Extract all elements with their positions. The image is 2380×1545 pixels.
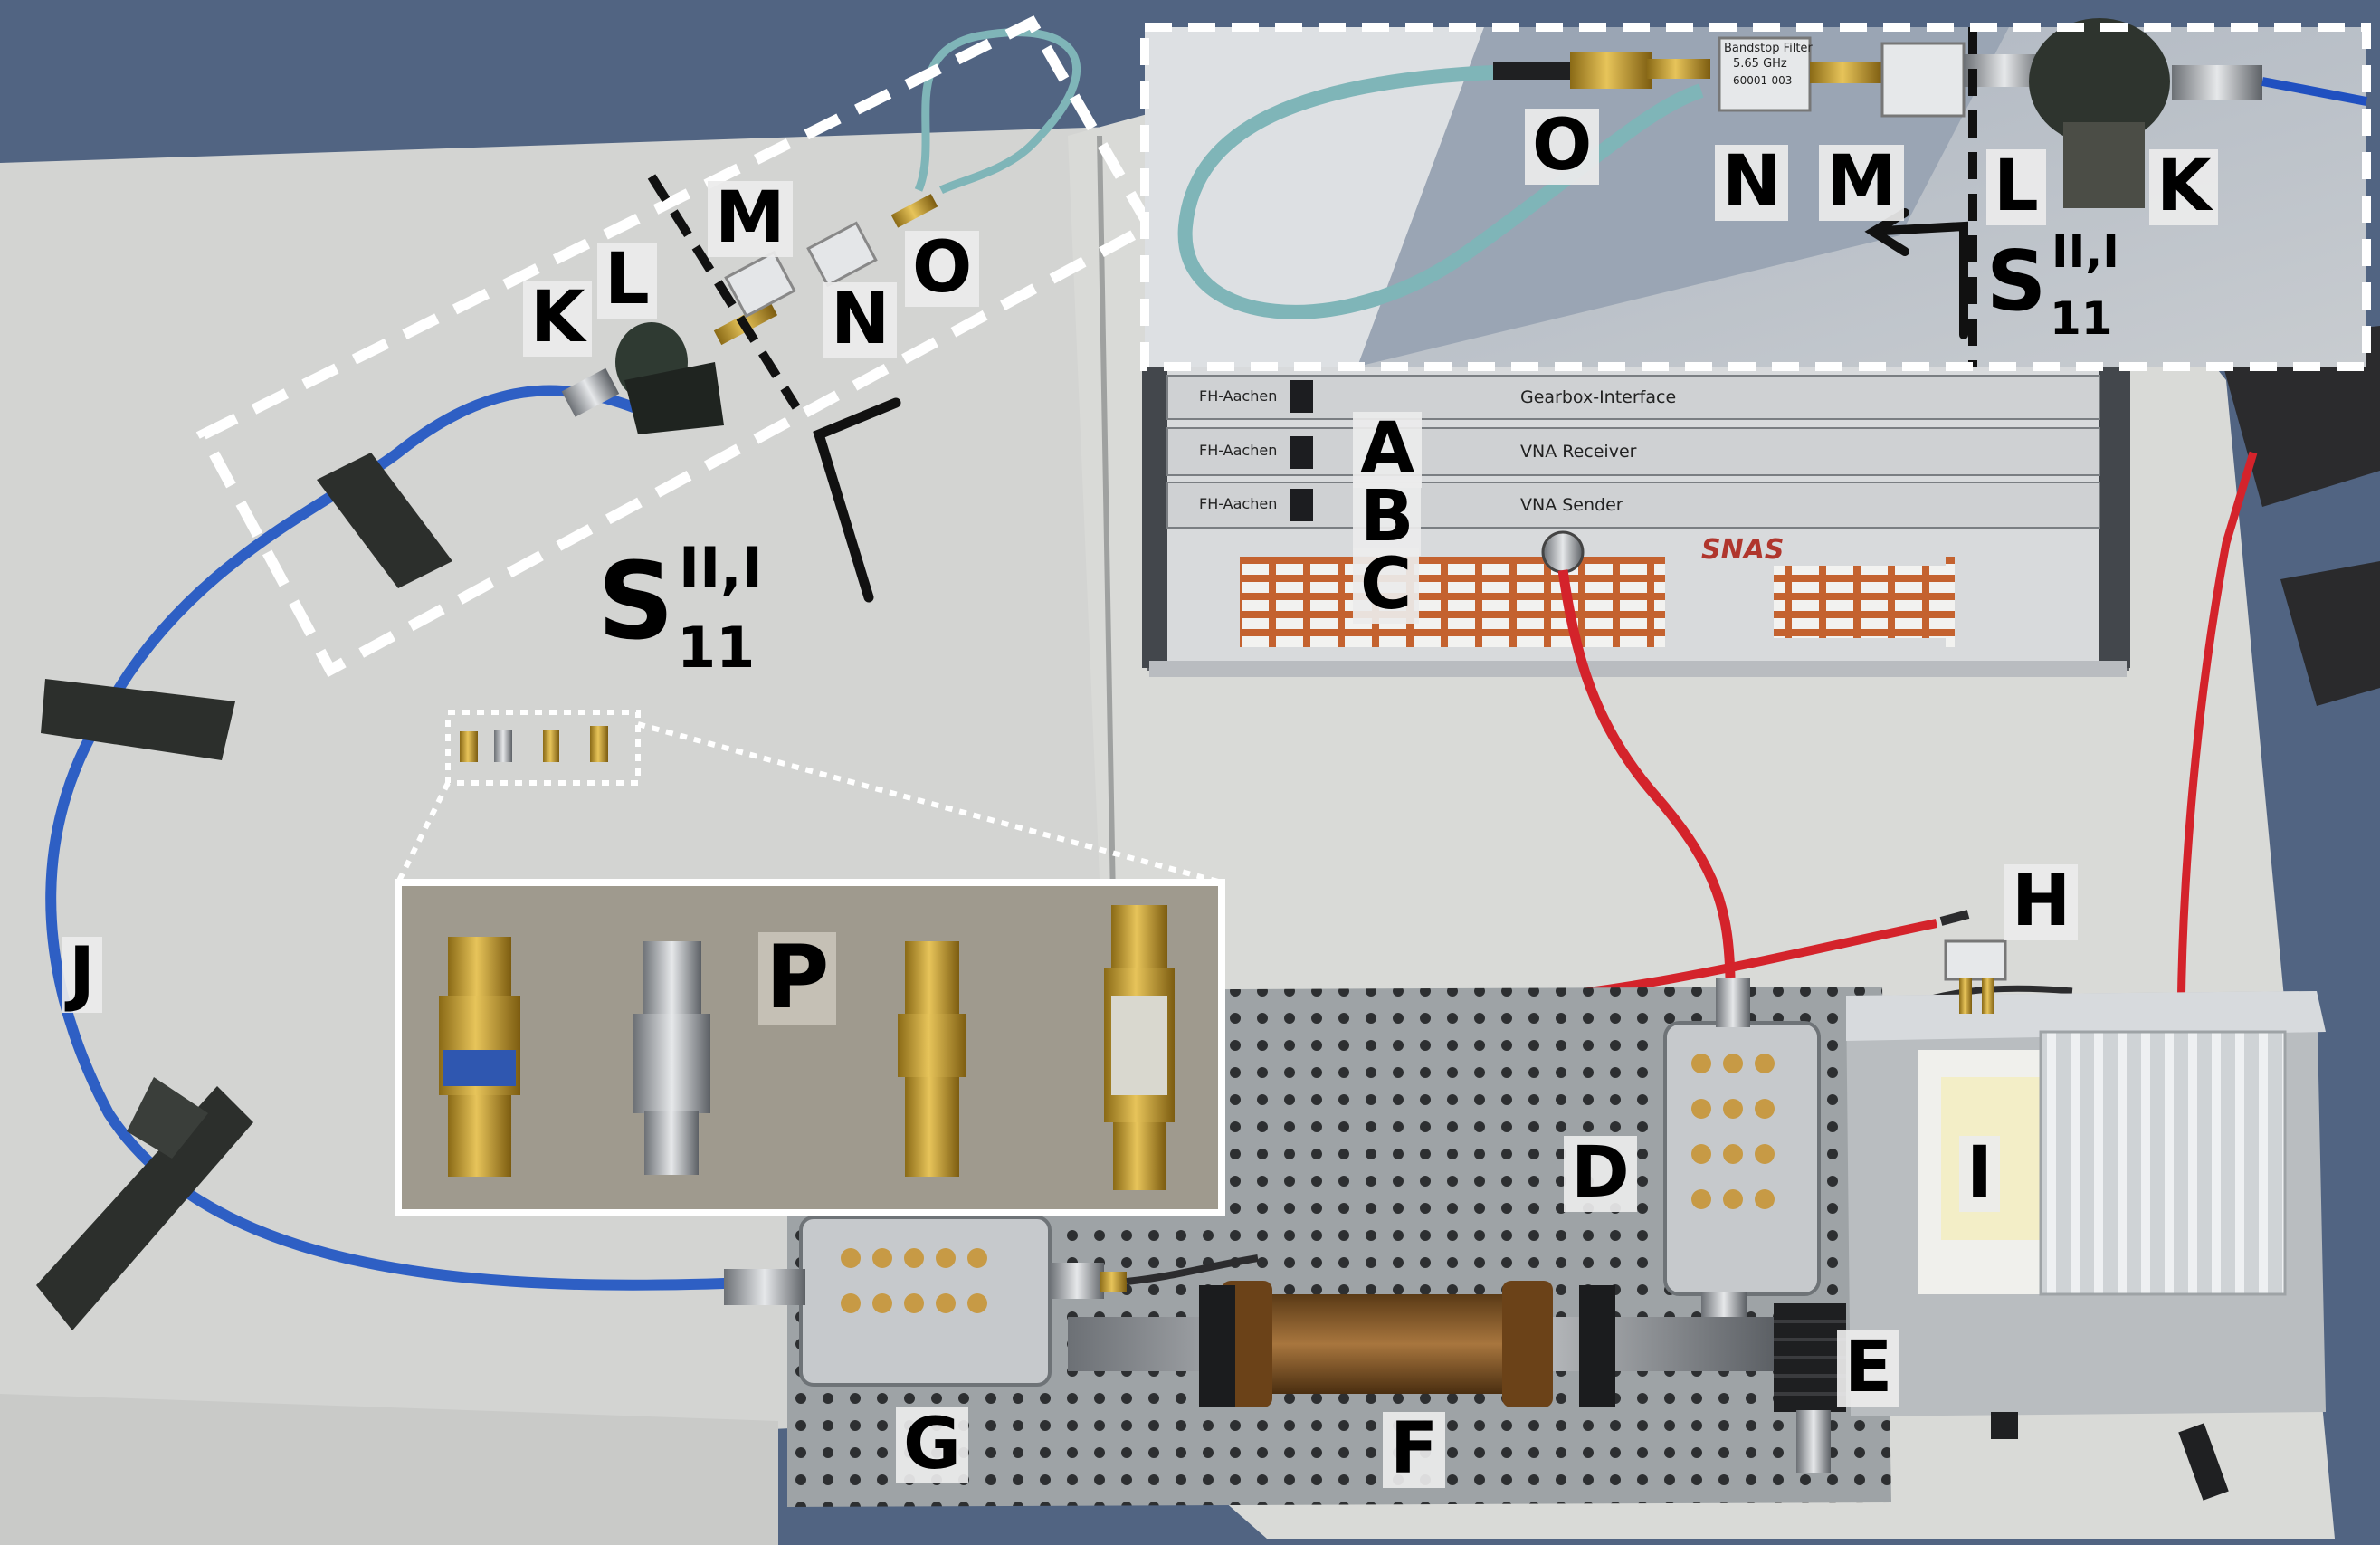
label-k: K — [523, 281, 593, 357]
label-p: P — [758, 932, 837, 1025]
label-b: B — [1353, 480, 1422, 556]
label-j: J — [62, 937, 103, 1013]
label-l: L — [597, 243, 657, 319]
label-h: H — [2004, 864, 2079, 940]
label-a: A — [1353, 412, 1423, 488]
filter-print-line1: Bandstop Filter — [1724, 42, 1813, 55]
label-m: M — [708, 181, 793, 257]
inset-label-m: M — [1819, 145, 1904, 221]
rack-panel-2-left: FH-Aachen — [1199, 442, 1278, 459]
rack-panel-2-center: VNA Receiver — [1520, 442, 1637, 462]
s-parameter-main-superscript: II,I — [679, 535, 763, 601]
s-parameter-main: S II,I 11 — [597, 540, 869, 683]
inset-label-k: K — [2149, 149, 2219, 225]
s-parameter-main-subscript: 11 — [677, 615, 756, 681]
s-parameter-inset: S II,I 11 — [1986, 229, 2222, 358]
s-parameter-inset-letter: S — [1986, 233, 2047, 329]
rack-panel-1-left: FH-Aachen — [1199, 387, 1278, 405]
rack-logo: SNAS — [1701, 534, 1785, 566]
label-d: D — [1564, 1136, 1637, 1212]
label-g: G — [896, 1407, 969, 1483]
inset-label-n: N — [1715, 145, 1789, 221]
label-i: I — [1959, 1136, 2001, 1212]
s-parameter-inset-subscript: 11 — [2050, 292, 2113, 345]
label-e: E — [1837, 1330, 1900, 1407]
filter-print-line2: 5.65 GHz — [1733, 57, 1787, 71]
label-o: O — [905, 231, 980, 307]
inset-label-o: O — [1525, 109, 1600, 185]
s-parameter-main-letter: S — [597, 539, 674, 663]
rack-panel-3-left: FH-Aachen — [1199, 495, 1278, 512]
label-n: N — [823, 282, 898, 358]
rack-panel-1-center: Gearbox-Interface — [1520, 387, 1677, 407]
label-f: F — [1383, 1412, 1446, 1488]
label-c: C — [1353, 548, 1420, 624]
s-parameter-inset-superscript: II,I — [2052, 225, 2119, 278]
inset-label-l: L — [1986, 149, 2046, 225]
filter-print-line3: 60001-003 — [1733, 74, 1793, 87]
rack-panel-3-center: VNA Sender — [1520, 495, 1623, 515]
